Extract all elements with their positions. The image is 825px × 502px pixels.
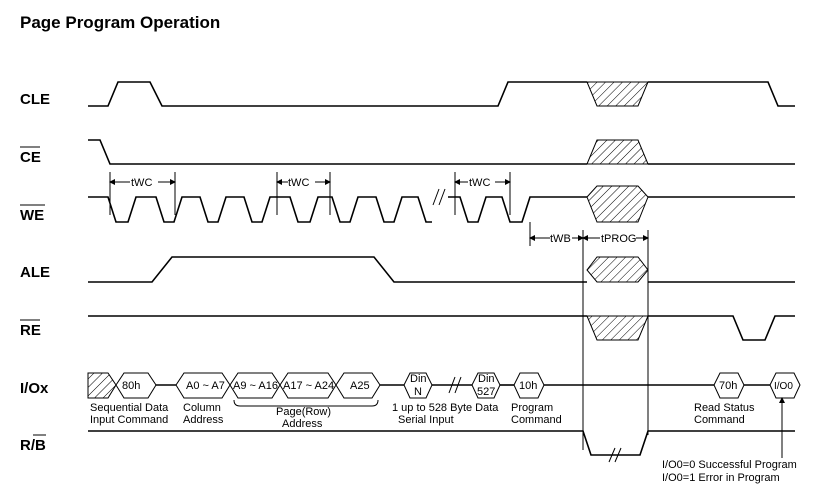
re-waveform [88,315,795,341]
we-waveform [88,185,795,223]
io-cell-din-527-bottom: 527 [477,386,495,398]
annot-read-2: Command [694,414,745,426]
io-waveform [87,372,801,399]
annot-status-2: I/O0=1 Error in Program [662,472,780,484]
signal-label-io: I/Ox [20,380,49,397]
twc-label-2: tWC [288,177,309,189]
twc-markers: tWC tWC tWC [109,172,511,215]
annot-seq-data-2: Input Command [90,414,168,426]
annot-col-1: Column [183,402,221,414]
page-addr-brace [233,399,379,407]
cle-waveform [88,81,795,107]
signal-label-cle: CLE [20,91,50,108]
twb-label: tWB [550,233,571,245]
io-cell-din-n-bottom: N [414,386,422,398]
io-cell-10h: 10h [519,380,537,392]
io-cell-row-addr-3: A25 [350,380,370,392]
annot-read-1: Read Status [694,402,755,414]
io-cell-80h: 80h [122,380,140,392]
io-cell-din-527-top: Din [478,373,495,385]
signal-label-ale: ALE [20,264,50,281]
annot-prog-2: Command [511,414,562,426]
signal-label-re: RE [20,322,41,339]
signal-label-we: WE [20,207,44,224]
rb-waveform [88,430,795,463]
io-cell-row-addr-1: A9 ~ A16 [233,380,278,392]
twc-label-3: tWC [469,177,490,189]
annot-serial-2: Serial Input [398,414,454,426]
tprog-label: tPROG [601,233,636,245]
annot-col-2: Address [183,414,224,426]
annot-prog-1: Program [511,402,553,414]
io-cell-din-n-top: Din [410,373,427,385]
io-cell-col-addr: A0 ~ A7 [186,380,225,392]
annot-seq-data-1: Sequential Data [90,402,169,414]
io-cell-io0: I/O0 [774,381,793,392]
signal-label-ce: CE [20,149,41,166]
annot-serial-1: 1 up to 528 Byte Data [392,402,499,414]
annot-page-1: Page(Row) [276,406,331,418]
ale-waveform [88,256,795,283]
io-cell-70h: 70h [719,380,737,392]
annot-page-2: Address [282,418,323,430]
diagram-title: Page Program Operation [20,13,221,32]
signal-label-rb: R/B [20,437,46,454]
twb-tprog-markers: tWB tPROG [529,222,649,450]
annot-status-1: I/O0=0 Successful Program [662,459,797,471]
twc-label-1: tWC [131,177,152,189]
ce-waveform [88,139,795,165]
io-cell-row-addr-2: A17 ~ A24 [283,380,334,392]
